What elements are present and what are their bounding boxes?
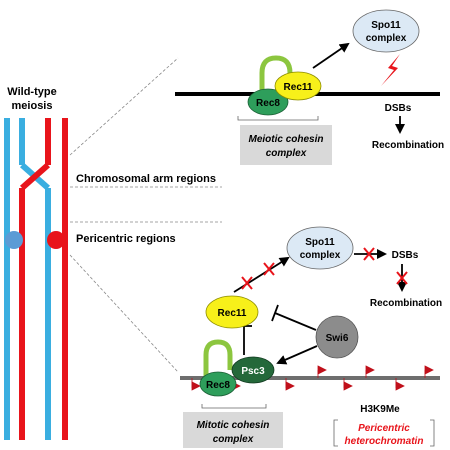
blue-chromosome-pair [4, 118, 51, 440]
bottom-h3k9me-label: H3K9Me [360, 404, 400, 415]
top-rec11-node [274, 71, 322, 101]
heterochromatin-bracket-left [333, 419, 338, 447]
bottom-cohesin-line1: Mitotic cohesin [197, 420, 270, 431]
top-recombination-label: Recombination [372, 140, 444, 151]
top-rec8-label: Rec8 [256, 98, 280, 109]
left-title-line2: meiosis [12, 100, 53, 112]
bottom-cohesin-line2: complex [213, 434, 254, 445]
top-cohesin-box [240, 125, 332, 165]
top-spo11-line2: complex [366, 33, 407, 44]
bottom-swi6-node [315, 315, 359, 359]
bottom-spo11-line2: complex [300, 250, 341, 261]
top-cohesin-bracket [237, 116, 319, 121]
bottom-rec8-node [199, 371, 237, 397]
blocked-x-icon [363, 247, 375, 261]
top-cohesin-ring [259, 55, 293, 95]
bottom-dsbs-label: DSBs [392, 250, 419, 261]
bottom-rec8-label: Rec8 [206, 380, 230, 391]
bottom-psc3-label: Psc3 [241, 366, 265, 377]
zoom-guide-lines [69, 57, 222, 373]
label-chromosomal-arm: Chromosomal arm regions [76, 173, 216, 185]
top-cohesin-line1: Meiotic cohesin [248, 134, 323, 145]
top-dsbs-label: DSBs [385, 103, 412, 114]
top-spo11-line1: Spo11 [371, 20, 401, 31]
top-spo11-node [352, 9, 420, 53]
blocked-x-icon [241, 262, 275, 290]
top-cohesin-line2: complex [266, 148, 307, 159]
bottom-arrow-rec11-to-spo11 [233, 256, 290, 293]
bottom-rec11-node [205, 295, 259, 329]
red-chromosome-pair [19, 118, 68, 440]
bottom-spo11-node [286, 226, 354, 270]
label-pericentric: Pericentric regions [76, 233, 176, 245]
bottom-cohesin-bracket [201, 404, 267, 409]
top-rec11-label: Rec11 [284, 82, 313, 93]
bottom-recombination-label: Recombination [370, 298, 442, 309]
left-title-line1: Wild-type [7, 86, 56, 98]
bottom-psc3-node [231, 356, 275, 384]
bottom-cohesin-ring [203, 339, 233, 378]
top-rec8-node [247, 88, 289, 116]
bottom-rec11-label: Rec11 [218, 308, 247, 319]
heterochromatin-line2: heterochromatin [345, 436, 424, 447]
heterochromatin-line1: Pericentric [358, 423, 410, 434]
bottom-swi6-label: Swi6 [326, 333, 349, 344]
blue-centromere [5, 231, 23, 249]
swi6-arrow-to-psc3 [276, 345, 318, 365]
red-centromere [47, 231, 65, 249]
bottom-spo11-line1: Spo11 [305, 237, 335, 248]
swi6-inhibits-rec11-bar [271, 304, 279, 322]
swi6-inhibits-rec11-line [274, 312, 317, 331]
bottom-cohesin-box [183, 412, 283, 448]
top-lightning-icon [381, 54, 400, 86]
blocked-x-icon [396, 271, 408, 285]
heterochromatin-bracket-right [430, 419, 435, 447]
top-arrow-to-spo11 [312, 42, 350, 69]
